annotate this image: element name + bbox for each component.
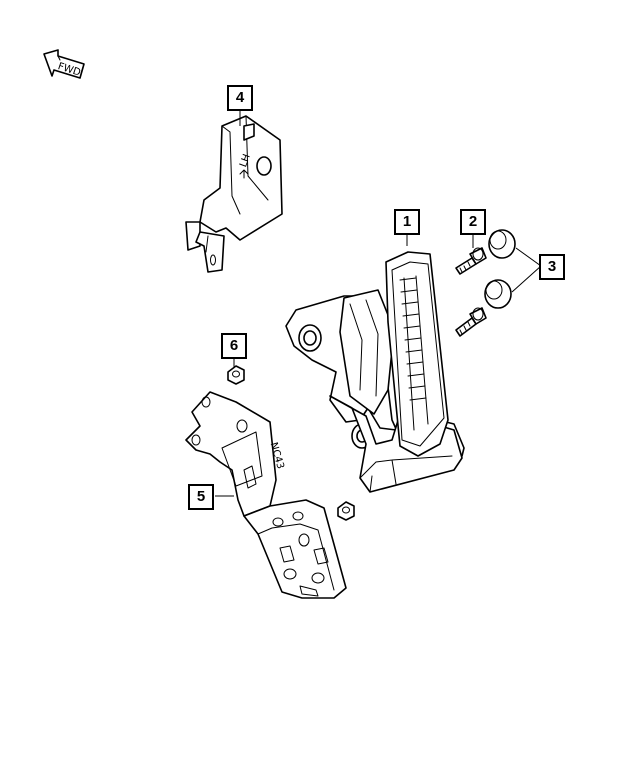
callout-3[interactable]: 3: [539, 254, 565, 280]
callout-4[interactable]: 4: [227, 85, 253, 111]
leader-3a: [515, 247, 542, 267]
bracket-part[interactable]: LH: [185, 115, 283, 273]
callout-5[interactable]: 5: [188, 484, 214, 510]
callout-2[interactable]: 2: [460, 209, 486, 235]
callout-1[interactable]: 1: [394, 209, 420, 235]
callout-6[interactable]: 6: [221, 333, 247, 359]
bracket-side-label: LH: [238, 153, 253, 169]
nut-part[interactable]: [227, 365, 355, 521]
leader-lines: [215, 111, 542, 497]
leader-3b: [511, 265, 542, 293]
accelerator-pedal-part[interactable]: [285, 251, 465, 493]
bolt-part[interactable]: [455, 247, 487, 337]
forward-arrow-icon: FWD: [43, 49, 85, 79]
bumper-part[interactable]: [484, 229, 516, 309]
mounting-bracket-part[interactable]: NC43: [185, 391, 347, 599]
